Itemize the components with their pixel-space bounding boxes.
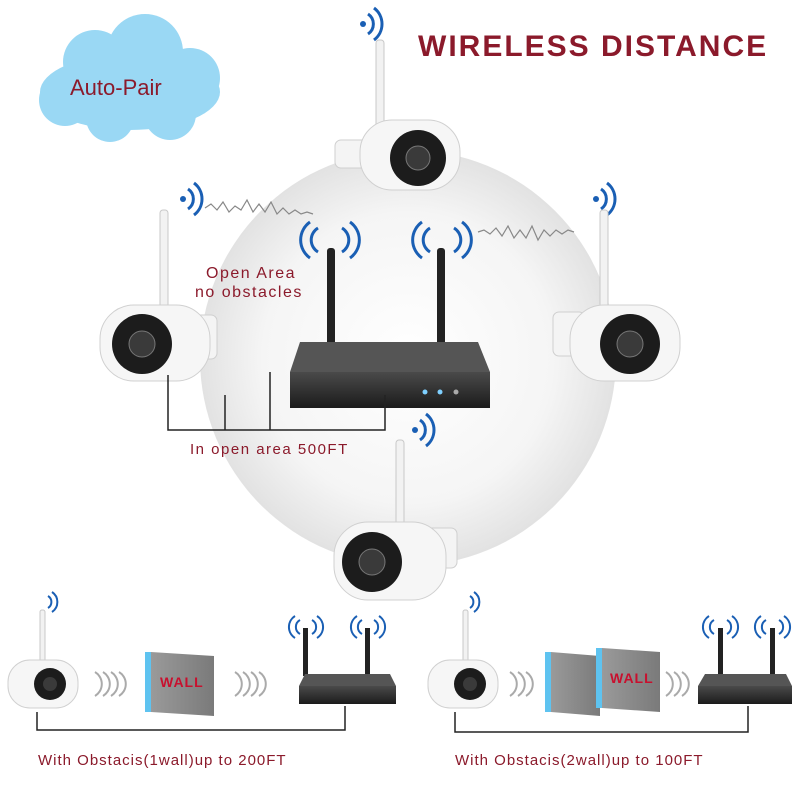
wifi-icon — [47, 591, 59, 613]
camera-left — [99, 209, 218, 382]
wall-label-right: WALL — [610, 670, 654, 686]
camera-small-left — [7, 609, 79, 709]
auto-pair-label: Auto-Pair — [70, 75, 162, 100]
auto-pair-cloud — [39, 14, 220, 142]
wall-block — [545, 648, 660, 716]
signal-wave — [477, 224, 575, 242]
wall-block — [145, 652, 214, 716]
open-area-line2: no obstacles — [195, 284, 303, 301]
wifi-icon — [412, 412, 436, 448]
range-bracket — [454, 706, 749, 733]
nvr-small-left — [299, 628, 396, 704]
caption-two-wall: With Obstacis(2wall)up to 100FT — [455, 752, 704, 769]
caption-one-wall: With Obstacis(1wall)up to 200FT — [38, 752, 287, 769]
signal-wave — [204, 198, 314, 216]
wifi-icon — [360, 6, 384, 42]
wifi-icon — [593, 181, 617, 217]
nvr-small-right — [698, 628, 792, 704]
wifi-icon — [299, 220, 473, 260]
wifi-icon — [469, 591, 481, 613]
wifi-icon — [702, 615, 791, 639]
page-title: WIRELESS DISTANCE — [418, 30, 769, 63]
signal-arcs — [94, 671, 267, 697]
wifi-icon — [180, 181, 204, 217]
wifi-icon — [288, 615, 386, 639]
wall-label-left: WALL — [160, 674, 204, 690]
nvr-recorder — [290, 248, 490, 408]
range-bracket — [36, 706, 346, 731]
open-area-line1: Open Area — [206, 265, 296, 282]
range-bracket — [167, 372, 386, 431]
range-label: In open area 500FT — [190, 441, 349, 458]
camera-small-right — [427, 609, 499, 709]
camera-bottom — [333, 439, 458, 601]
camera-top — [334, 39, 461, 191]
camera-right — [552, 209, 681, 382]
